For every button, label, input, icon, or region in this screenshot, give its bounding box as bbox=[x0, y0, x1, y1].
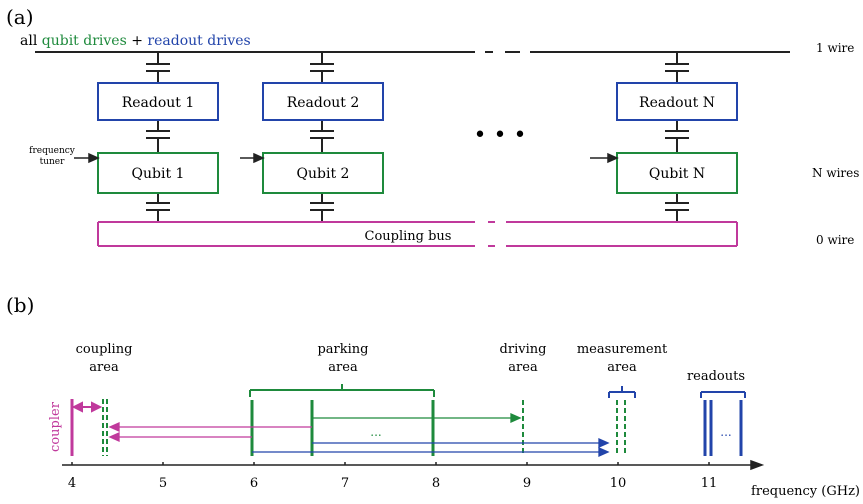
qubit-boxes bbox=[97, 152, 738, 194]
coupling-range-arrow bbox=[71, 401, 103, 413]
area-driving-line1: driving bbox=[500, 342, 547, 357]
tick-10: 10 bbox=[610, 476, 627, 491]
parking-brace bbox=[249, 384, 435, 397]
readout-boxes bbox=[97, 82, 738, 121]
readout-lines bbox=[703, 400, 743, 456]
coupling-area-lines bbox=[102, 399, 108, 456]
panel-a-label: (a) bbox=[6, 5, 34, 29]
qubit-1-label: Qubit 1 bbox=[132, 166, 185, 182]
tick-6: 6 bbox=[250, 476, 258, 491]
tuner-arrows bbox=[74, 152, 619, 164]
drive-line-label: all qubit drives + readout drives bbox=[20, 33, 251, 49]
ellipsis: • • • bbox=[474, 123, 527, 148]
coupling-bus bbox=[97, 221, 738, 247]
area-measurement-line1: measurement bbox=[577, 342, 668, 357]
tick-7: 7 bbox=[341, 476, 349, 491]
capacitors bbox=[146, 52, 689, 222]
blue-arrows-measurement bbox=[252, 437, 610, 458]
measurement-brace bbox=[608, 386, 636, 398]
qubit-2-label: Qubit 2 bbox=[297, 166, 350, 182]
wires-n-label: N wires bbox=[812, 166, 859, 180]
measurement-lines bbox=[616, 400, 626, 456]
readout-dots: ... bbox=[720, 425, 731, 439]
wires-1-label: 1 wire bbox=[816, 41, 854, 55]
area-coupling-line1: coupling bbox=[76, 342, 133, 357]
qubit-n-label: Qubit N bbox=[649, 166, 705, 182]
readout-n-label: Readout N bbox=[639, 95, 715, 111]
area-parking-line2: area bbox=[328, 360, 358, 375]
magenta-arrows-coupling bbox=[108, 421, 312, 443]
tuner-label-2: tuner bbox=[40, 157, 66, 167]
area-driving-line2: area bbox=[508, 360, 538, 375]
parking-dots: ... bbox=[370, 425, 381, 439]
axis-title: frequency (GHz) bbox=[751, 484, 860, 499]
tick-4: 4 bbox=[68, 476, 76, 491]
tuner-label-1: frequency bbox=[29, 146, 76, 156]
area-parking-line1: parking bbox=[317, 342, 368, 357]
tick-8: 8 bbox=[432, 476, 440, 491]
area-measurement-line2: area bbox=[607, 360, 637, 375]
readout-1-label: Readout 1 bbox=[122, 95, 195, 111]
readouts-brace bbox=[700, 391, 746, 398]
coupler-label: coupler bbox=[48, 401, 63, 452]
coupling-bus-label: Coupling bus bbox=[365, 229, 452, 244]
parking-lines bbox=[250, 400, 435, 456]
readouts-label: readouts bbox=[687, 369, 745, 384]
tick-9: 9 bbox=[523, 476, 531, 491]
panel-b-label: (b) bbox=[6, 293, 34, 317]
green-arrow-driving bbox=[312, 412, 522, 424]
area-coupling-line2: area bbox=[89, 360, 119, 375]
readout-2-label: Readout 2 bbox=[287, 95, 360, 111]
tick-11: 11 bbox=[701, 476, 718, 491]
wires-0-label: 0 wire bbox=[816, 233, 854, 247]
tick-5: 5 bbox=[159, 476, 167, 491]
frequency-axis bbox=[62, 459, 765, 471]
